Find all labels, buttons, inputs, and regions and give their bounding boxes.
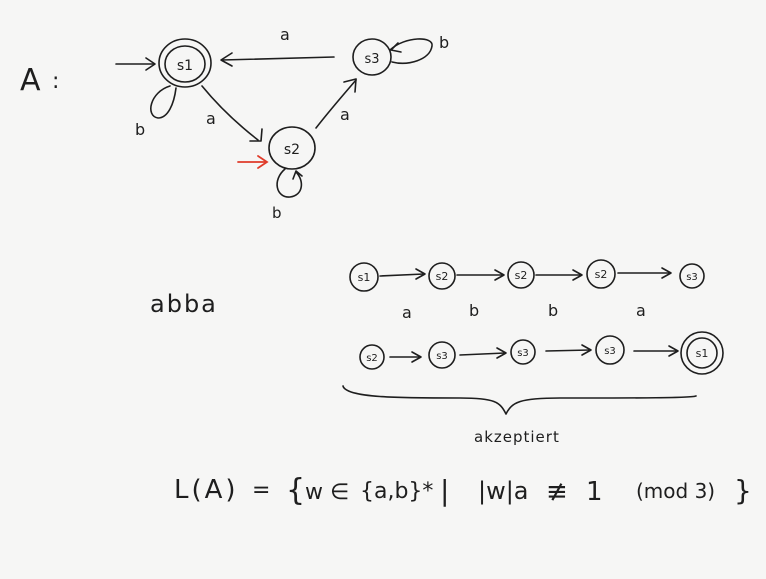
transition-s2-s3-label: a — [340, 105, 350, 124]
start-arrow-s2 — [237, 155, 269, 169]
self-loop-s3-label: b — [439, 33, 449, 52]
state-s2: s2 — [268, 126, 316, 170]
run2-arrow — [389, 351, 422, 363]
svg-text:s3: s3 — [604, 346, 616, 357]
language-definition: L(A) = { w ∈ {a,b}* | |w|a ≢ 1 (mod 3) } — [174, 473, 752, 508]
svg-text:s3: s3 — [517, 348, 529, 359]
run1-state: s2 — [586, 259, 616, 289]
self-loop-s2-label: b — [272, 204, 282, 222]
svg-text:s1: s1 — [358, 271, 371, 284]
automaton-colon: : — [52, 69, 59, 94]
transition-s3-s1 — [220, 52, 335, 67]
transition-s3-s1-label: a — [280, 25, 290, 44]
example-word: abba — [150, 290, 218, 318]
run1-state: s2 — [428, 262, 456, 290]
run-brace — [342, 385, 697, 415]
self-loop-s1-label: b — [135, 120, 145, 139]
svg-text:s1: s1 — [696, 347, 709, 360]
language-eq: = — [252, 478, 270, 503]
run1-state: s2 — [507, 261, 535, 289]
run2-state: s3 — [595, 335, 625, 365]
run2-arrow — [545, 344, 592, 356]
run2-state: s3 — [428, 341, 456, 369]
run2-arrow — [633, 345, 679, 357]
start-arrow-s1 — [115, 57, 156, 71]
language-count: |w|a — [478, 477, 529, 505]
run1-state: s1 — [349, 262, 379, 292]
automaton-diagram: s1 b s3 b a s2 — [115, 25, 449, 222]
self-loop-s3 — [389, 38, 433, 64]
transition-s1-s2-label: a — [206, 109, 216, 128]
run1-symbol: a — [636, 301, 646, 320]
automaton-label: A — [20, 63, 41, 98]
state-s3-label: s3 — [364, 52, 379, 67]
svg-text:s2: s2 — [366, 353, 378, 364]
run1: s1 s2 s2 s2 s3 a b b — [349, 259, 705, 322]
svg-text:s2: s2 — [515, 269, 528, 282]
language-alphabet: {a,b}* — [360, 479, 433, 504]
run1-arrow — [456, 269, 505, 281]
language-open-brace: { — [286, 473, 305, 508]
svg-text:s3: s3 — [436, 351, 448, 362]
state-s2-label: s2 — [284, 142, 300, 158]
run1-state: s3 — [679, 263, 705, 289]
svg-text:s2: s2 — [595, 268, 608, 281]
run2-state: s3 — [510, 339, 536, 365]
run1-symbol: b — [469, 301, 479, 320]
svg-text:s3: s3 — [686, 272, 698, 283]
transition-s2-s3 — [315, 78, 357, 129]
run2: s2 s3 s3 s3 s1 — [359, 331, 724, 375]
svg-text:s2: s2 — [436, 270, 449, 283]
run1-symbol: a — [402, 303, 412, 322]
language-neq: ≢ — [546, 477, 568, 507]
language-bar: | — [440, 474, 449, 507]
language-one: 1 — [586, 477, 603, 507]
language-w-in: w ∈ — [305, 480, 349, 505]
state-s1-label: s1 — [177, 58, 193, 74]
run1-arrow — [617, 267, 672, 279]
run2-final-state: s1 — [680, 331, 724, 375]
language-close-brace: } — [734, 474, 752, 507]
language-lhs: L(A) — [174, 475, 239, 505]
self-loop-s1 — [150, 85, 177, 119]
run2-arrow — [459, 347, 507, 359]
run2-state: s2 — [359, 344, 385, 370]
state-s3: s3 — [352, 38, 392, 76]
run1-arrow — [379, 268, 426, 280]
brace-label: akzeptiert — [474, 428, 560, 446]
self-loop-s2 — [276, 168, 303, 198]
run1-symbol: b — [548, 301, 558, 320]
transition-s1-s2 — [201, 85, 263, 142]
run1-arrow — [535, 269, 583, 281]
language-mod: (mod 3) — [636, 479, 715, 503]
state-s1: s1 — [158, 38, 212, 88]
